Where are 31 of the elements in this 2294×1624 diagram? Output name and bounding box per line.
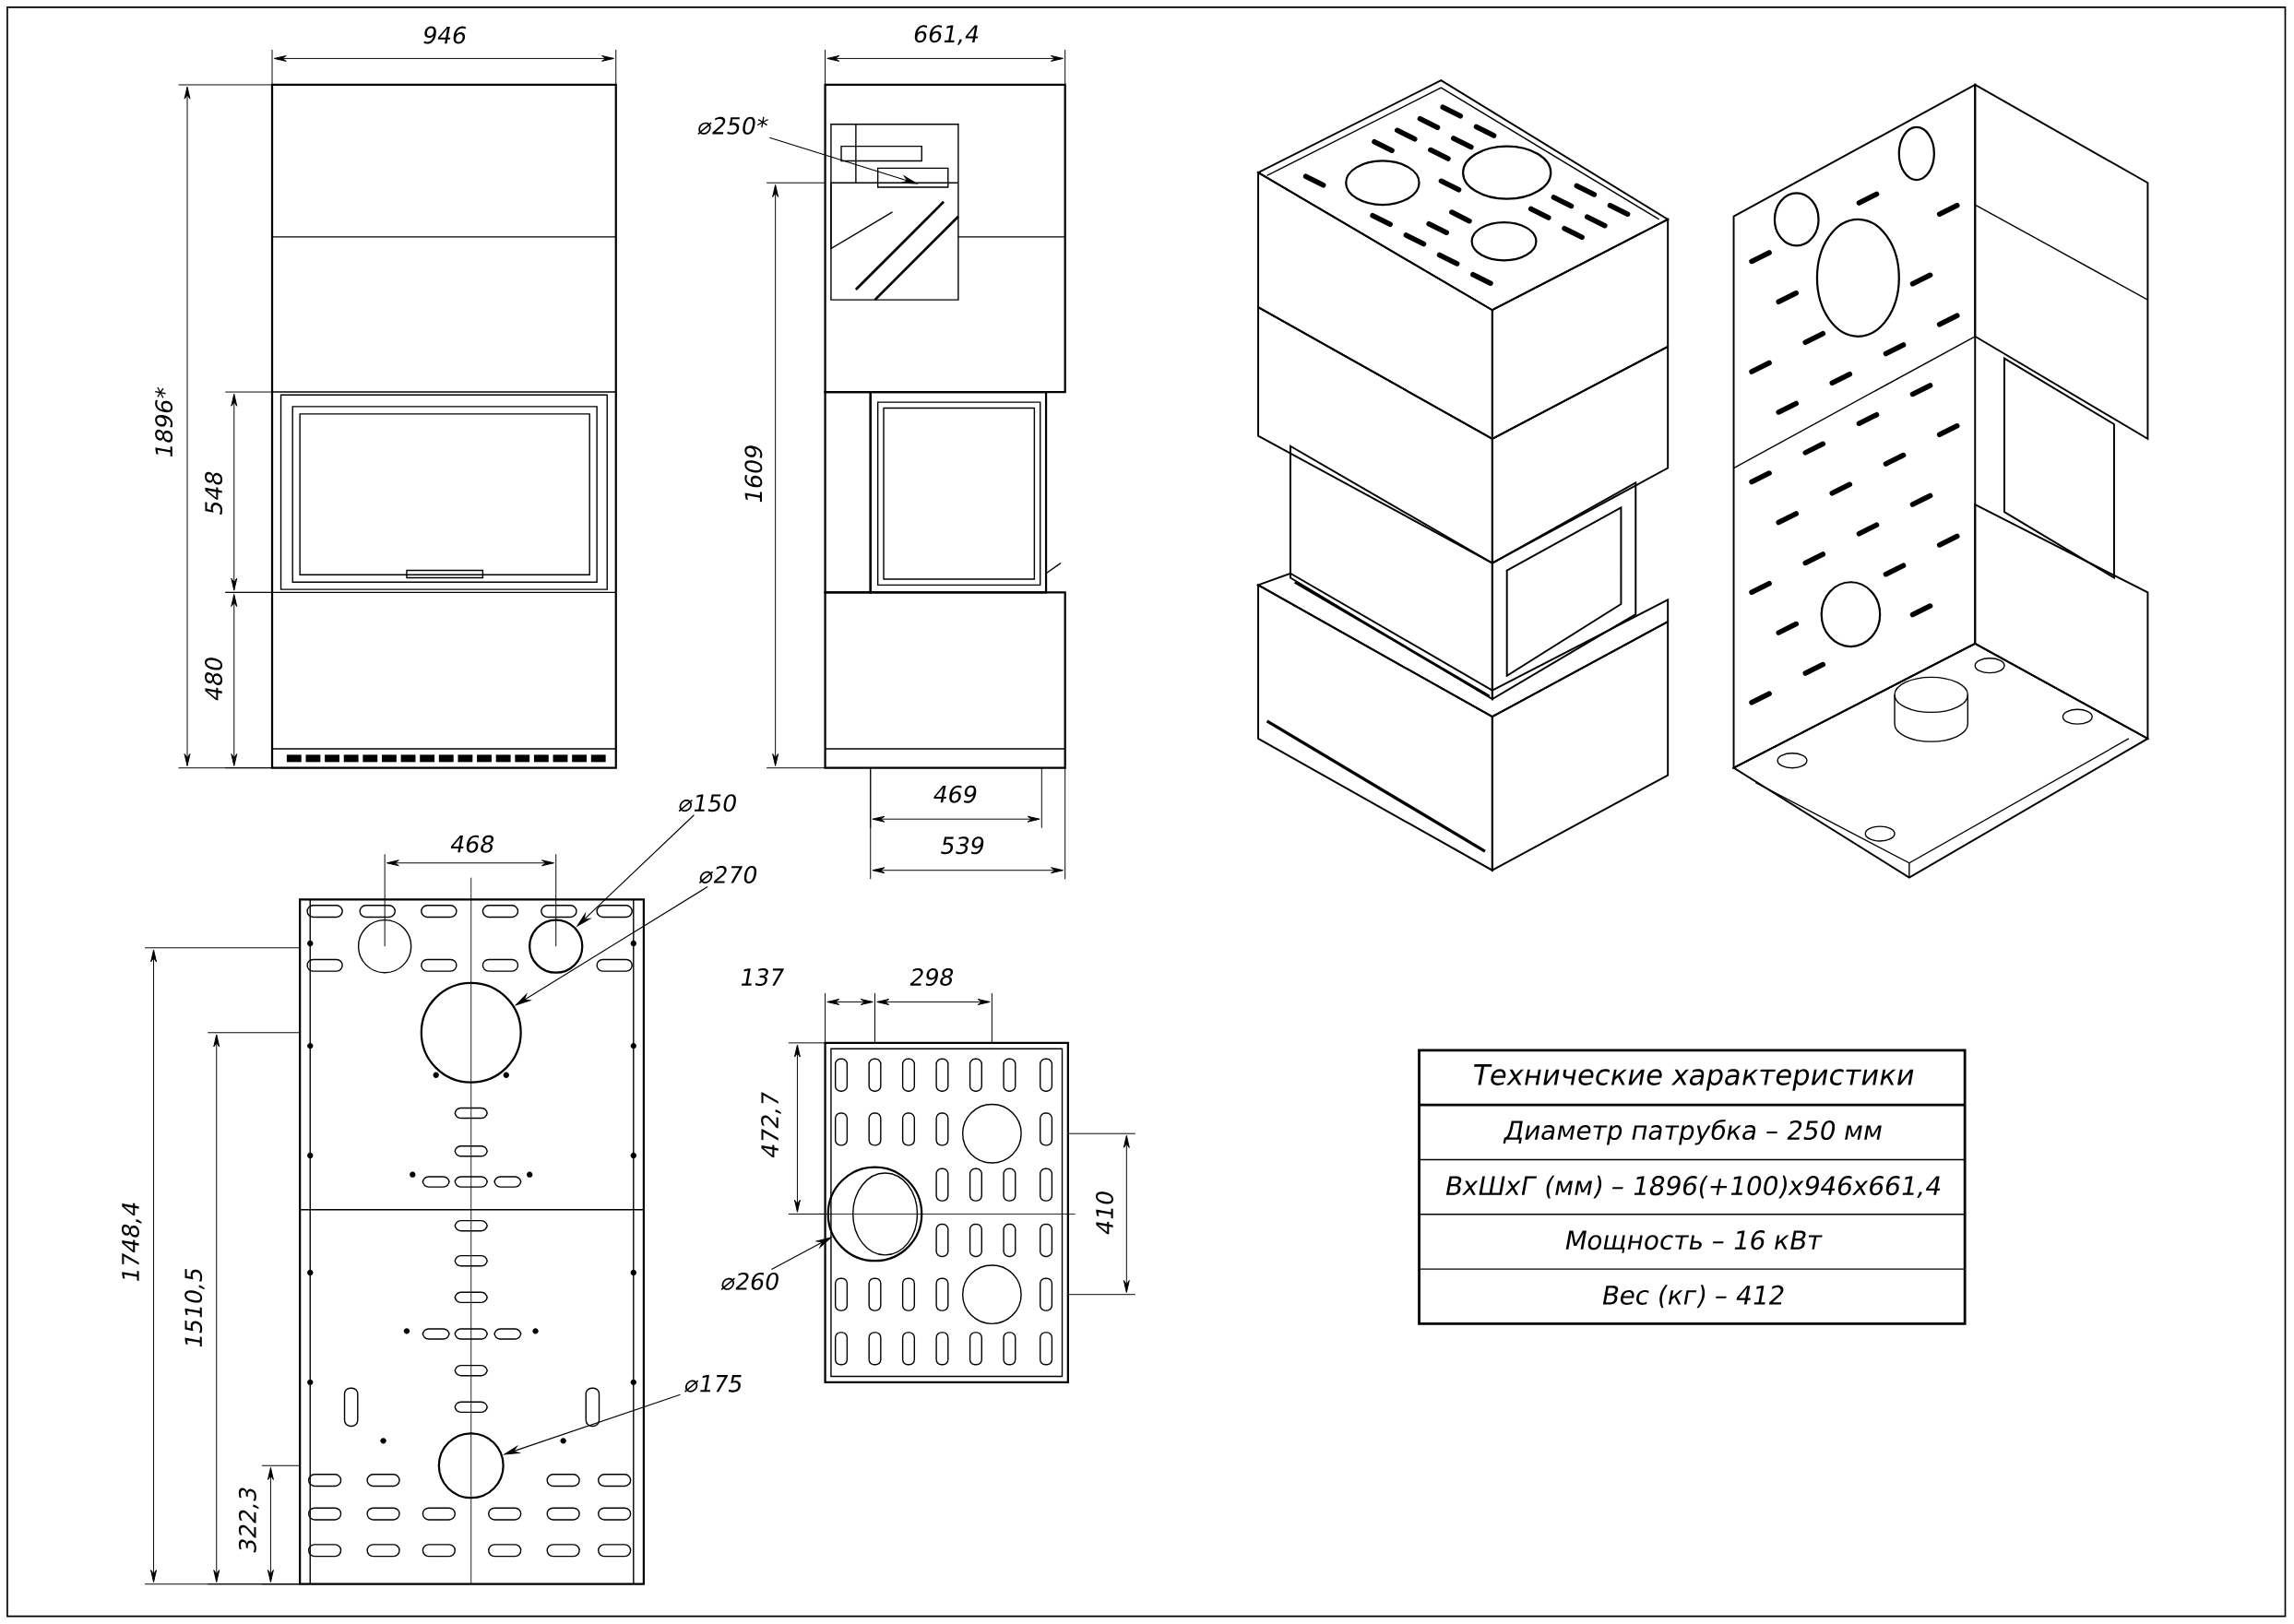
spec-table <box>1418 1049 1967 1326</box>
dimension-label: 469 <box>933 785 977 803</box>
diameter-label: ⌀270 <box>698 866 757 884</box>
dimension-label: 137 <box>741 968 784 987</box>
dimension-label: 548 <box>205 471 223 516</box>
table-row: ВхШхГ (мм) – 1896(+100)х946х661,4 <box>1445 1175 1941 1199</box>
hole-circle <box>437 1432 505 1500</box>
hole-circle <box>420 981 522 1085</box>
diameter-label: ⌀175 <box>684 1375 742 1393</box>
hole-circle <box>826 1166 923 1262</box>
dimension-label: 472,7 <box>761 1092 781 1158</box>
dimension-label: 539 <box>941 836 984 855</box>
dimension-label: 1896* <box>155 387 173 457</box>
dimension-label: 661,4 <box>914 25 979 46</box>
dimension-label: 1510,5 <box>184 1269 205 1347</box>
dimension-label: 468 <box>450 835 494 853</box>
dimension-label: 480 <box>205 658 223 701</box>
dimension-label: 1748,4 <box>122 1203 142 1282</box>
table-row: Вес (кг) – 412 <box>1602 1285 1784 1309</box>
diameter-label: ⌀250* <box>697 117 768 136</box>
dimension-label: 1609 <box>744 445 763 503</box>
dimension-label: 410 <box>1096 1191 1113 1235</box>
table-header: Технические характеристики <box>1474 1064 1914 1092</box>
diameter-label: ⌀150 <box>678 794 736 812</box>
hole-circle <box>529 919 584 975</box>
diameter-label: ⌀260 <box>720 1273 779 1291</box>
dimension-label: 946 <box>423 26 466 44</box>
dimension-label: 322,3 <box>238 1488 259 1553</box>
table-row: Диаметр патрубка – 250 мм <box>1503 1120 1882 1145</box>
dimension-label: 298 <box>909 968 954 987</box>
table-row: Мощность – 16 кВт <box>1565 1230 1823 1253</box>
